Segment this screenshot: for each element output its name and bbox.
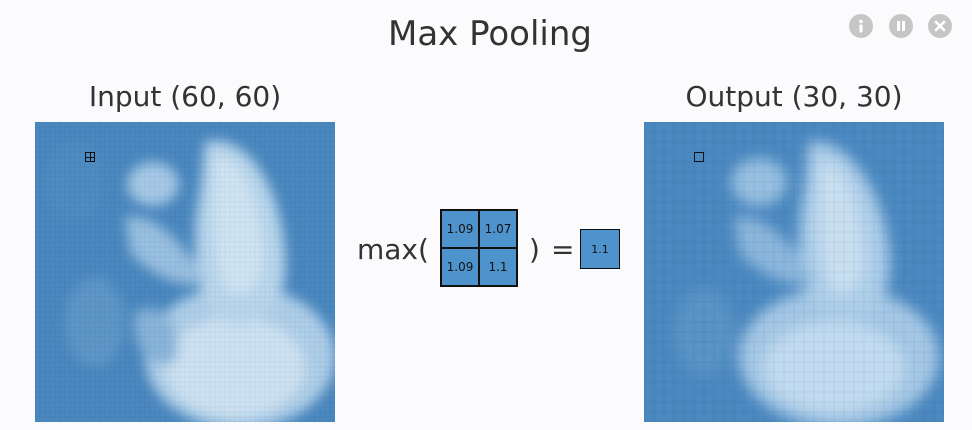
- page-title: Max Pooling: [387, 14, 593, 54]
- window-cell: 1.1: [479, 248, 517, 286]
- close-paren-label: ): [529, 233, 540, 266]
- output-label: Output (30, 30): [685, 80, 903, 113]
- window-cell: 1.07: [479, 210, 517, 248]
- window-cell: 1.09: [441, 210, 479, 248]
- equals-label: =: [551, 233, 575, 266]
- pause-icon: [897, 21, 905, 31]
- input-window-marker: [85, 152, 95, 162]
- info-icon: [859, 19, 863, 33]
- info-button[interactable]: [849, 14, 873, 38]
- pause-button[interactable]: [889, 14, 913, 38]
- output-image[interactable]: [644, 122, 944, 422]
- close-icon: [934, 20, 946, 32]
- output-window-marker: [694, 152, 704, 162]
- pooling-window-grid: 1.09 1.07 1.09 1.1: [440, 209, 518, 287]
- input-image[interactable]: [35, 122, 335, 422]
- pooling-result: 1.1: [580, 229, 620, 269]
- close-button[interactable]: [928, 14, 952, 38]
- window-cell: 1.09: [441, 248, 479, 286]
- max-function-label: max(: [357, 233, 429, 266]
- input-label: Input (60, 60): [88, 80, 282, 113]
